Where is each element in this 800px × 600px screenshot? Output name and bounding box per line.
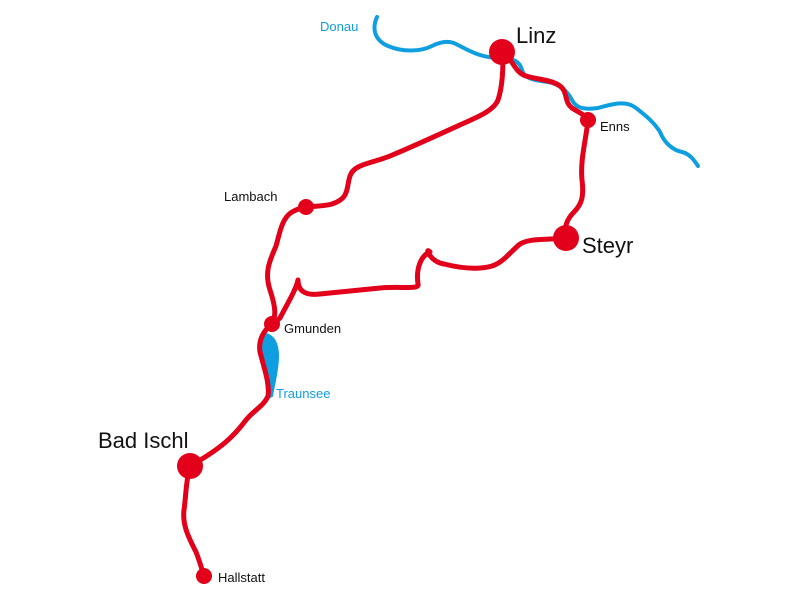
route-gmunden-badischl — [187, 321, 275, 469]
city-dot-lambach — [298, 199, 314, 215]
label-gmunden: Gmunden — [284, 321, 341, 336]
label-hallstatt: Hallstatt — [218, 570, 265, 585]
city-dot-hallstatt — [196, 568, 212, 584]
label-donau: Donau — [320, 19, 358, 34]
route-steyr-gmunden — [269, 235, 569, 327]
city-dot-linz — [489, 39, 515, 65]
route-linz-lambach — [265, 49, 506, 327]
label-linz: Linz — [516, 23, 556, 48]
city-dot-enns — [580, 112, 596, 128]
label-enns: Enns — [600, 119, 630, 134]
city-dot-gmunden — [264, 316, 280, 332]
label-lambach: Lambach — [224, 189, 277, 204]
city-dot-bad-ischl — [177, 453, 203, 479]
route-badischl-hallstatt — [181, 463, 207, 579]
route-enns-steyr — [562, 117, 591, 241]
label-traunsee: Traunsee — [276, 386, 330, 401]
label-steyr: Steyr — [582, 233, 633, 258]
label-bad-ischl: Bad Ischl — [98, 428, 189, 453]
route-linz-enns — [499, 49, 591, 123]
city-dot-steyr — [553, 225, 579, 251]
